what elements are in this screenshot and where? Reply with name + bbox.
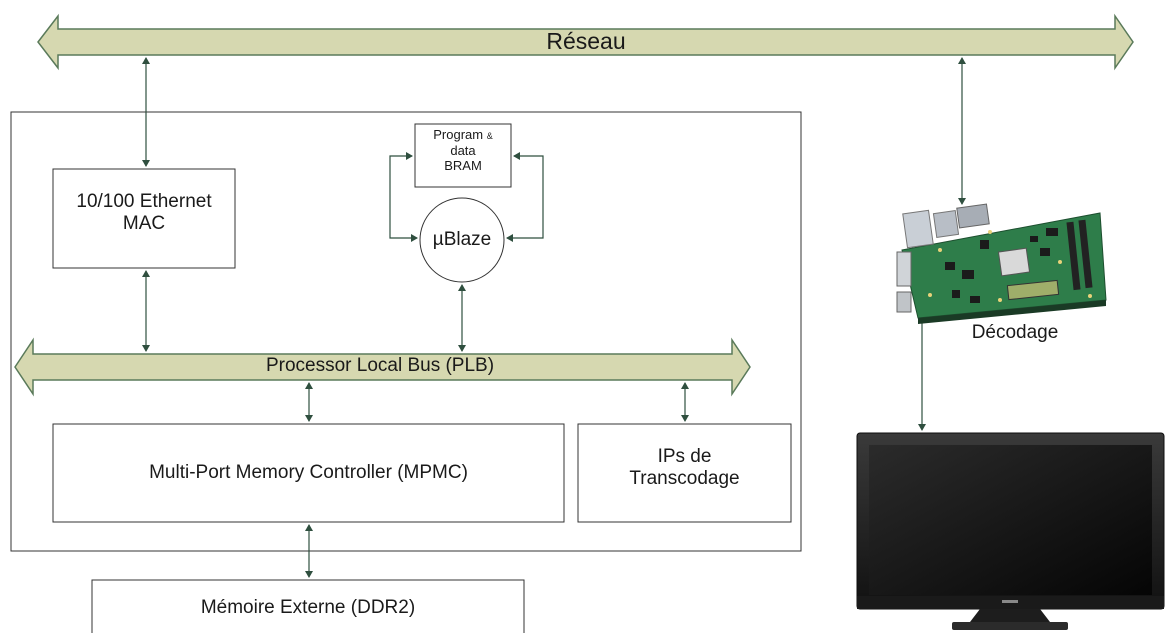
bram-ampersand-text: & <box>486 131 493 141</box>
bram-label-line1: Program & <box>415 127 511 143</box>
ethernet-label-line1: 10/100 Ethernet <box>76 191 212 212</box>
transcoding-label-line2: Transcodage <box>629 467 740 489</box>
ublaze-label: µBlaze <box>432 229 492 250</box>
mpmc-box <box>52 423 565 523</box>
bram-box <box>414 123 512 188</box>
bram-label-line2: data <box>450 142 476 158</box>
fpga-system-container <box>10 111 802 552</box>
transcoding-label-line1: IPs de <box>657 446 712 467</box>
decoder-board-image <box>896 203 1107 324</box>
network-label: Réseau <box>546 28 626 54</box>
memory-label: Mémoire Externe (DDR2) <box>200 597 416 618</box>
transcoding-label: IPs de Transcodage <box>578 446 791 490</box>
decoder-label: Décodage <box>971 322 1059 343</box>
bram-program-text: Program <box>433 127 484 142</box>
link-bram-ublaze-right <box>506 152 544 242</box>
external-memory-box <box>91 579 525 633</box>
ethernet-mac-label: 10/100 Ethernet MAC <box>53 191 235 235</box>
microblaze-circle <box>419 197 505 283</box>
ethernet-label-line2: MAC <box>122 212 166 234</box>
bram-label: Program & data BRAM <box>415 127 511 174</box>
ethernet-mac-box <box>52 168 236 269</box>
mpmc-label: Multi-Port Memory Controller (MPMC) <box>149 462 468 483</box>
bram-label-line3: BRAM <box>444 158 482 174</box>
network-bus <box>37 13 1134 71</box>
transcoding-ips-box <box>577 423 792 523</box>
plb-bus <box>14 337 751 397</box>
link-bram-ublaze-left <box>389 152 418 242</box>
television-image <box>856 432 1165 630</box>
plb-label: Processor Local Bus (PLB) <box>265 355 495 376</box>
